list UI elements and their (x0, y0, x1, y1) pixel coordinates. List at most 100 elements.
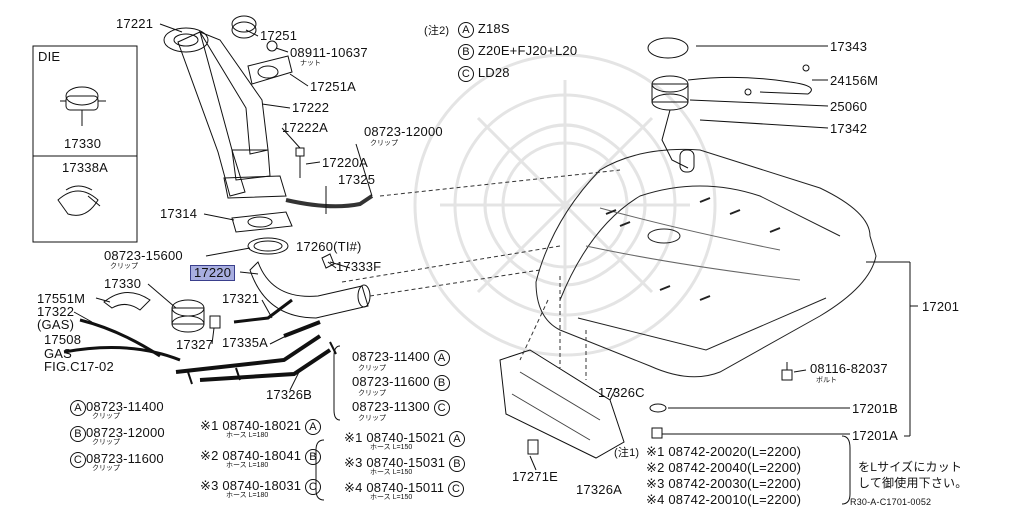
hose-2200-row-3: ※3 08742-20030(L=2200) (646, 476, 802, 491)
label-25060: 25060 (830, 99, 868, 114)
label-08723-15600-sub: クリップ (110, 263, 138, 270)
inset-part-17338a: 17338A (62, 160, 109, 175)
label-17335a: 17335A (222, 335, 269, 350)
hose-180-row-2: ※2 08740-18041 B ホース L=180 (200, 447, 321, 477)
valve-17330 (171, 299, 221, 333)
label-08723-11300-sub: クリップ (358, 415, 386, 422)
hose-180-row-3: ※3 08740-18031 C ホース L=180 (200, 477, 321, 507)
cut-note-line2: して御使用下さい。 (858, 476, 968, 490)
label-17551m: 17551M (37, 291, 86, 306)
label-08723-15600: 08723-15600 (104, 248, 183, 263)
breather-pipe (285, 194, 374, 209)
label-17251: 17251 (260, 28, 298, 43)
hose-2200-row-4: ※4 08742-20010(L=2200) (646, 492, 802, 507)
gasket-17314 (231, 211, 293, 233)
note1: (注1) (614, 447, 640, 459)
gasket-ring-17343 (647, 37, 689, 59)
label-17322-gas: (GAS) (37, 317, 75, 332)
label-08723-11600-sub: クリップ (358, 390, 386, 397)
label-17251a: 17251A (310, 79, 357, 94)
legend-c-text: LD28 (477, 65, 510, 80)
die-valve-drawing (60, 86, 106, 126)
label-17314: 17314 (160, 206, 198, 221)
label-08911-sub: ナット (300, 60, 321, 67)
circle-mark-b: B (458, 44, 474, 60)
label-17220-highlighted[interactable]: 17220 (190, 265, 236, 281)
filler-cap (231, 15, 293, 85)
label-17271e: 17271E (512, 469, 559, 484)
label-17321: 17321 (222, 291, 260, 306)
label-17222: 17222 (292, 100, 330, 115)
fuel-tank-17201 (535, 148, 877, 378)
label-17222a: 17222A (282, 120, 329, 135)
label-17325: 17325 (338, 172, 376, 187)
clamp-drawing (57, 185, 101, 216)
label-17326c: 17326C (598, 385, 645, 400)
label-24156m: 24156M (830, 73, 879, 88)
label-17508-gas: GAS (44, 346, 73, 361)
sensor-17271e (527, 439, 539, 455)
label-08723-11600: 08723-11600 B (352, 375, 450, 391)
hose-180-row-1: ※1 08740-18021 A ホース L=180 (200, 417, 321, 447)
watermark-emblem (413, 53, 717, 357)
legend-c: C LD28 (458, 66, 510, 82)
bracket-17551m (103, 292, 151, 311)
filler-neck-17222 (163, 27, 287, 199)
hose-list-2200: ※1 08742-20020(L=2200) ※2 08742-20040(L=… (646, 445, 801, 509)
legend-b: B Z20E+FJ20+L20 (458, 44, 577, 60)
label-17201b: 17201B (852, 401, 899, 416)
hose-2200-row-1: ※1 08742-20020(L=2200) (646, 444, 802, 459)
label-08723-12000-top: 08723-12000 (364, 124, 443, 139)
clip-17333f (321, 253, 351, 269)
legend-note2: (注2) (424, 25, 450, 37)
pipe-17326b-c (283, 320, 321, 338)
bolt-17222a (295, 147, 305, 178)
filler-hose-17220 (249, 261, 369, 319)
legend-a: A Z18S (458, 22, 510, 38)
label-08723-11400: 08723-11400 A (352, 350, 450, 366)
hose-list-180: ※1 08740-18021 A ホース L=180 ※2 08740-1804… (200, 417, 321, 507)
washer-17201b (649, 403, 667, 413)
inset-die-label: DIE (38, 49, 61, 64)
pipe-17326b-a (175, 334, 322, 374)
legend-a-text: Z18S (477, 21, 510, 36)
label-17326b: 17326B (266, 387, 313, 402)
hose-150-row-1: ※1 08740-15021 A ホース L=150 (344, 429, 465, 454)
label-08116-sub: ボルト (816, 377, 837, 384)
label-17322: 17322 (37, 304, 75, 319)
hose-clamp-15600 (247, 237, 289, 255)
label-08723-12000-top-sub: クリップ (370, 140, 398, 147)
label-08116-82037: 08116-82037 (810, 361, 888, 376)
label-17343: 17343 (830, 39, 868, 54)
label-17221: 17221 (116, 16, 154, 31)
hose-list-150: ※1 08740-15021 A ホース L=150 ※3 08740-1503… (344, 429, 465, 504)
label-17333f: 17333F (336, 259, 382, 274)
circle-mark-a: A (433, 350, 450, 366)
label-17201a: 17201A (852, 428, 899, 443)
pipe-17326b-b (199, 348, 332, 382)
protector-17326a (499, 349, 625, 459)
circle-mark-b: B (433, 375, 450, 391)
label-17220a: 17220A (322, 155, 369, 170)
bolt-08116 (781, 362, 793, 381)
bolt-17201a (651, 427, 663, 439)
label-08723-11400-sub: クリップ (358, 365, 386, 372)
hose-17508 (63, 346, 181, 362)
label-17260: 17260(TI#) (296, 239, 362, 254)
label-17327: 17327 (176, 337, 214, 352)
sender-unit-25060 (651, 75, 695, 173)
circle-mark-c: C (458, 66, 474, 82)
legend-b-text: Z20E+FJ20+L20 (477, 43, 578, 58)
circle-mark-c: C (433, 400, 450, 416)
label-17508: 17508 (44, 332, 82, 347)
label-17508-fig: FIG.C17-02 (44, 359, 114, 374)
inset-part-17330: 17330 (64, 136, 102, 151)
harness-24156m (687, 76, 812, 95)
label-17342: 17342 (830, 121, 868, 136)
inset-clamp-box (32, 155, 138, 243)
